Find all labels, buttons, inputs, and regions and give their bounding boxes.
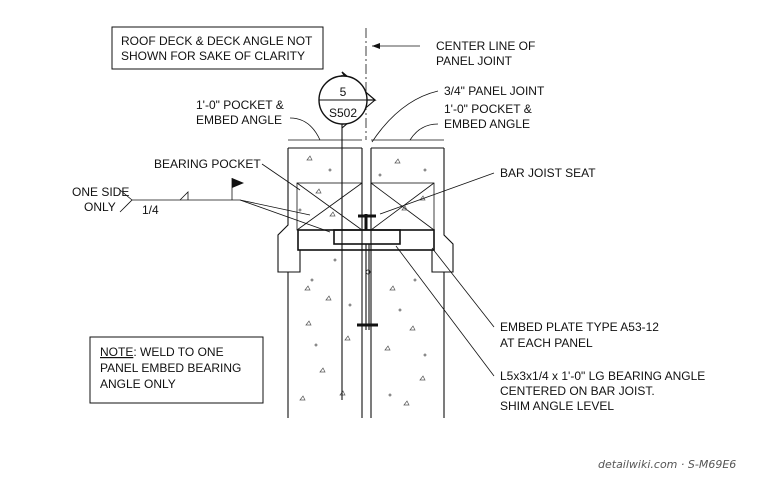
bottom-note-line-2: PANEL EMBED BEARING bbox=[100, 361, 241, 375]
panel-joint-leader bbox=[371, 90, 439, 143]
top-note-line-2: SHOWN FOR SAKE OF CLARITY bbox=[121, 49, 305, 63]
pocket-left-label-2: EMBED ANGLE bbox=[196, 113, 282, 127]
weld-size: 1/4 bbox=[142, 203, 159, 217]
embed-plate-label-1: EMBED PLATE TYPE A53-12 bbox=[500, 320, 659, 334]
bearing-angle-label-3: SHIM ANGLE LEVEL bbox=[500, 399, 614, 413]
center-line-arrow bbox=[372, 43, 380, 49]
top-note-line-1: ROOF DECK & DECK ANGLE NOT bbox=[121, 34, 313, 48]
callout-sheet: S502 bbox=[329, 106, 357, 120]
section-callout: 5 S502 bbox=[318, 71, 377, 400]
bearing-angle-leader bbox=[395, 245, 495, 377]
center-line-label-2: PANEL JOINT bbox=[436, 54, 513, 68]
bottom-note-line-3: ANGLE ONLY bbox=[100, 377, 176, 391]
one-side-label-1: ONE SIDE bbox=[72, 185, 129, 199]
callout-number: 5 bbox=[340, 85, 347, 99]
weld-symbol: ONE SIDE ONLY 1/4 bbox=[72, 178, 331, 233]
panel-joint-label: 3/4" PANEL JOINT bbox=[444, 84, 545, 98]
left-pocket bbox=[296, 182, 363, 231]
pocket-right-label-2: EMBED ANGLE bbox=[444, 117, 530, 131]
left-panel bbox=[277, 147, 363, 418]
note-line-1-rest: : WELD TO ONE bbox=[133, 345, 223, 359]
bottom-note-line-1: NOTE: WELD TO ONE bbox=[100, 345, 224, 359]
bearing-pocket-label: BEARING POCKET bbox=[154, 157, 261, 171]
bar-joist-seat-label: BAR JOIST SEAT bbox=[500, 166, 596, 180]
bar-joist-seat-leader bbox=[379, 172, 495, 215]
pocket-right-label-1: 1'-0" POCKET & bbox=[444, 102, 532, 116]
bearing-angle-label-1: L5x3x1/4 x 1'-0" LG BEARING ANGLE bbox=[500, 369, 705, 383]
embed-plate-leader bbox=[431, 247, 495, 328]
pocket-right-leader bbox=[409, 123, 439, 141]
bearing-angle-label-2: CENTERED ON BAR JOIST. bbox=[500, 384, 655, 398]
bar-joist-seat bbox=[357, 214, 378, 330]
center-line-label-1: CENTER LINE OF bbox=[436, 39, 535, 53]
right-panel bbox=[370, 147, 454, 418]
right-pocket bbox=[370, 182, 435, 231]
top-note-box bbox=[111, 26, 324, 70]
pocket-left-leader bbox=[289, 117, 321, 141]
note-title: NOTE bbox=[100, 345, 133, 359]
bottom-note-box bbox=[89, 336, 264, 404]
watermark: detailwiki.com · S-M69E6 bbox=[598, 458, 736, 471]
pocket-left-label-1: 1'-0" POCKET & bbox=[196, 98, 284, 112]
one-side-label-2: ONLY bbox=[84, 200, 116, 214]
bearing-angle bbox=[333, 229, 401, 245]
embed-plate-label-2: AT EACH PANEL bbox=[500, 336, 593, 350]
bearing-pocket-leader bbox=[261, 163, 301, 191]
